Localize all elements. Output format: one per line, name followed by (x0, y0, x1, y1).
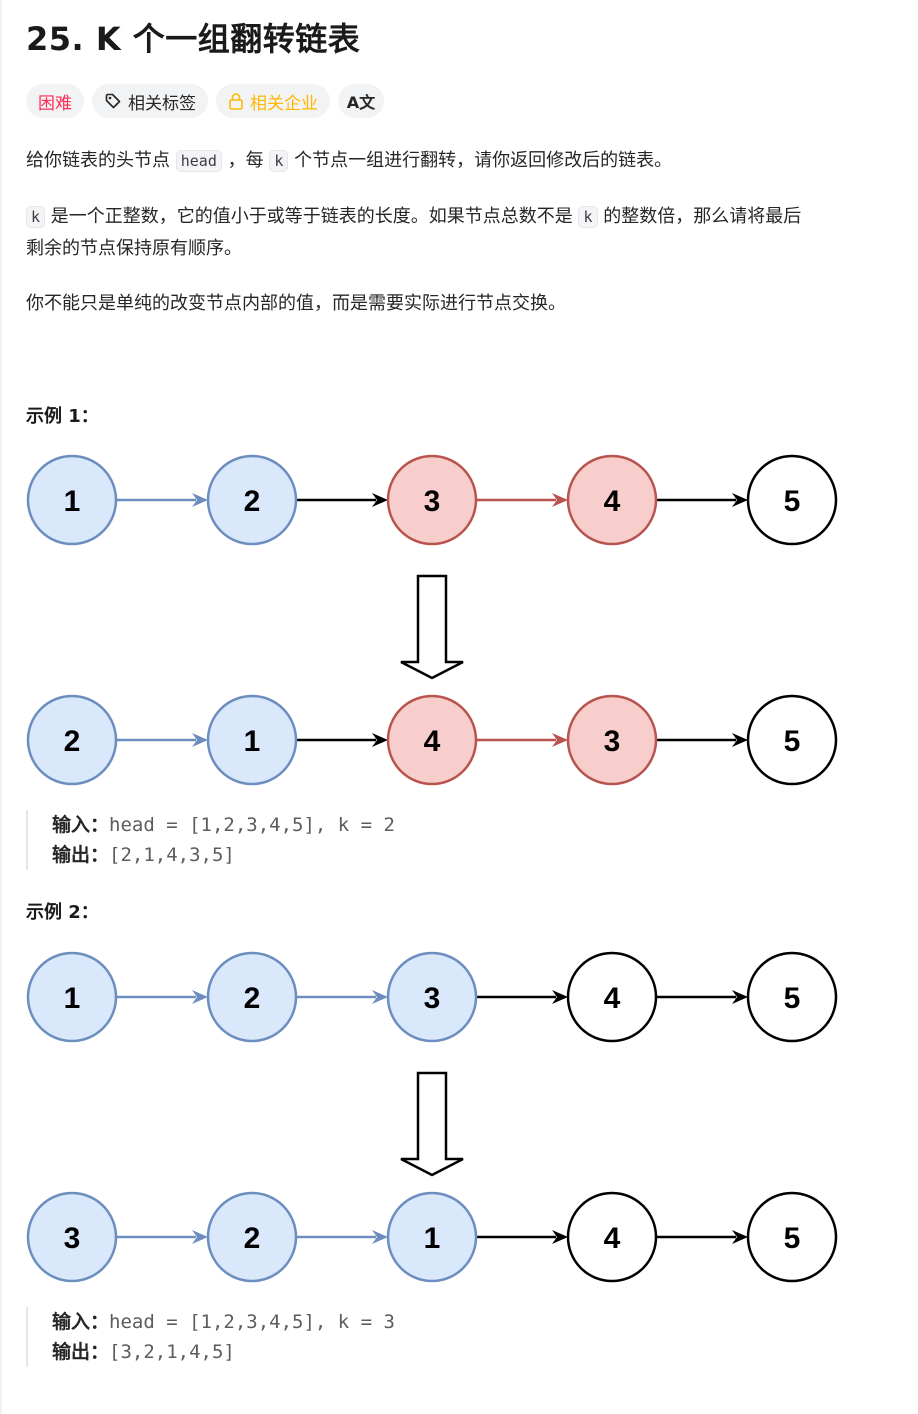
related-tags-button[interactable]: 相关标签 (92, 84, 208, 118)
example-2-input: 输入：head = [1,2,3,4,5], k = 3 (52, 1311, 395, 1333)
before-node (746, 951, 838, 1043)
example-2-output: 输出：[3,2,1,4,5] (52, 1341, 235, 1363)
before-node (386, 454, 478, 546)
after-node-label: 3 (604, 725, 621, 758)
before-node (206, 454, 298, 546)
before-node-label: 3 (424, 982, 441, 1015)
down-arrow-icon (400, 1071, 464, 1177)
after-node (206, 1191, 298, 1283)
after-node-label: 4 (604, 1222, 621, 1255)
before-arrow-head (552, 493, 568, 507)
before-node (746, 454, 838, 546)
before-node-label: 5 (784, 982, 801, 1015)
after-node (386, 1191, 478, 1283)
difficulty-badge[interactable]: 困难 (26, 84, 84, 118)
before-arrow-head (192, 990, 208, 1004)
before-node-label: 1 (64, 982, 81, 1015)
lock-icon (228, 92, 244, 110)
page-title: 25. K 个一组翻转链表 (26, 20, 361, 58)
related-companies-button[interactable]: 相关企业 (216, 84, 330, 118)
before-node-label: 1 (64, 485, 81, 518)
description-paragraph-1: 给你链表的头节点 head ，每 k 个节点一组进行翻转，请你返回修改后的链表。 (26, 150, 673, 172)
after-node (26, 1191, 118, 1283)
example-2-title: 示例 2： (26, 902, 99, 923)
inline-code-head: head (175, 150, 222, 172)
example-1-diagram: 1 2 3 4 5 2 1 4 3 5 (26, 454, 838, 786)
after-arrow-head (372, 1230, 388, 1244)
after-node-label: 5 (784, 1222, 801, 1255)
tag-bar: 困难 相关标签 相关企业 A文 (26, 84, 384, 118)
after-arrow-head (372, 733, 388, 747)
after-node-label: 3 (64, 1222, 81, 1255)
after-node (386, 694, 478, 786)
before-node (26, 951, 118, 1043)
before-arrow-head (732, 990, 748, 1004)
after-arrow-head (732, 733, 748, 747)
after-node-label: 1 (424, 1222, 441, 1255)
after-arrow-head (552, 1230, 568, 1244)
tag-icon (104, 92, 122, 110)
before-node (566, 454, 658, 546)
example-1-io: 输入：head = [1,2,3,4,5], k = 2 输出：[2,1,4,3… (26, 810, 395, 870)
after-node-label: 5 (784, 725, 801, 758)
after-node-label: 2 (64, 725, 81, 758)
translate-button[interactable]: A文 (338, 84, 384, 118)
before-node-label: 4 (604, 485, 621, 518)
before-node-label: 2 (244, 485, 261, 518)
example-2-diagram: 1 2 3 4 5 3 2 1 4 5 (26, 951, 838, 1283)
before-node (386, 951, 478, 1043)
after-node-label: 4 (424, 725, 441, 758)
after-node (566, 1191, 658, 1283)
inline-code-k: k (578, 206, 598, 228)
inline-code-k: k (26, 206, 46, 228)
related-tags-label: 相关标签 (128, 93, 196, 114)
before-node-label: 3 (424, 485, 441, 518)
example-1-title: 示例 1： (26, 406, 99, 427)
translate-icon: A文 (346, 93, 376, 112)
after-node-label: 2 (244, 1222, 261, 1255)
after-node (206, 694, 298, 786)
after-node (26, 694, 118, 786)
inline-code-k: k (269, 150, 289, 172)
related-companies-label: 相关企业 (250, 93, 318, 114)
after-node-label: 1 (244, 725, 261, 758)
left-border (0, 0, 2, 1414)
after-node (746, 1191, 838, 1283)
before-node (26, 454, 118, 546)
after-arrow-head (732, 1230, 748, 1244)
before-arrow-head (732, 493, 748, 507)
before-arrow-head (192, 493, 208, 507)
after-arrow-head (192, 1230, 208, 1244)
example-1-output: 输出：[2,1,4,3,5] (52, 844, 235, 866)
down-arrow-icon (400, 574, 464, 680)
after-arrow-head (192, 733, 208, 747)
after-arrow-head (552, 733, 568, 747)
description-paragraph-2: k 是一个正整数，它的值小于或等于链表的长度。如果节点总数不是 k 的整数倍，那… (26, 206, 802, 259)
before-node-label: 4 (604, 982, 621, 1015)
before-arrow-head (372, 990, 388, 1004)
before-node-label: 5 (784, 485, 801, 518)
after-node (746, 694, 838, 786)
description-paragraph-3: 你不能只是单纯的改变节点内部的值，而是需要实际进行节点交换。 (26, 293, 566, 314)
before-node (566, 951, 658, 1043)
example-2-io: 输入：head = [1,2,3,4,5], k = 3 输出：[3,2,1,4… (26, 1307, 395, 1367)
before-node (206, 951, 298, 1043)
before-node-label: 2 (244, 982, 261, 1015)
before-arrow-head (552, 990, 568, 1004)
after-node (566, 694, 658, 786)
example-1-input: 输入：head = [1,2,3,4,5], k = 2 (52, 814, 395, 836)
before-arrow-head (372, 493, 388, 507)
